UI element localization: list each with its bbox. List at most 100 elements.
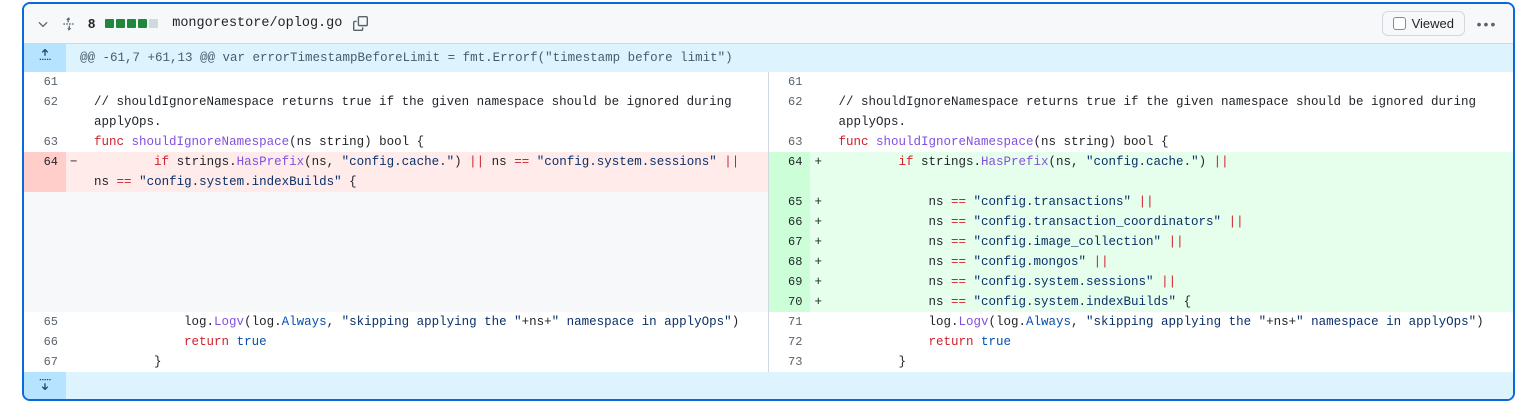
viewed-checkbox[interactable]: Viewed [1381,11,1465,36]
code-cell-right[interactable]: return true [832,332,1513,352]
line-marker-left [66,272,89,292]
line-number-left[interactable]: 66 [24,332,67,352]
diff-row: 67 } 73 } [24,352,1513,372]
line-marker-right: + [810,212,833,232]
line-marker-right [810,72,833,92]
diff-row: 63 func shouldIgnoreNamespace(ns string)… [24,132,1513,152]
line-marker-left [66,312,89,332]
code-cell-right[interactable]: if strings.HasPrefix(ns, "config.cache."… [832,152,1513,192]
code-cell-right[interactable]: func shouldIgnoreNamespace(ns string) bo… [832,132,1513,152]
line-number-right[interactable]: 73 [768,352,811,372]
line-marker-left [66,232,89,252]
code-cell-left[interactable] [88,72,769,92]
diff-row: 65 log.Logv(log.Always, "skipping applyi… [24,312,1513,332]
line-number-right[interactable]: 70 [768,292,811,312]
copy-icon[interactable] [352,16,368,32]
line-marker-right [810,312,833,332]
code-cell-left[interactable]: } [88,352,769,372]
code-cell-left[interactable]: if strings.HasPrefix(ns, "config.cache."… [88,152,769,192]
line-marker-right: + [810,152,833,192]
diff-body: @@ -61,7 +61,13 @@ var errorTimestampBef… [24,44,1513,399]
chevron-down-icon[interactable] [34,15,52,33]
code-cell-left-filler [88,252,769,272]
code-cell-right[interactable] [832,72,1513,92]
diff-row: 66 + ns == "config.transaction_coordinat… [24,212,1513,232]
diff-table: @@ -61,7 +61,13 @@ var errorTimestampBef… [24,44,1513,399]
line-marker-left [66,292,89,312]
code-cell-left[interactable]: return true [88,332,769,352]
diffstat [105,19,159,28]
line-marker-right: + [810,272,833,292]
line-number-right[interactable]: 71 [768,312,811,332]
change-count: 8 [88,16,96,31]
expand-down-filler [66,372,1513,399]
code-cell-right[interactable]: ns == "config.mongos" || [832,252,1513,272]
code-cell-left-filler [88,272,769,292]
unfold-icon[interactable] [60,15,78,33]
viewed-checkbox-box[interactable] [1392,17,1406,30]
line-number-right[interactable]: 62 [768,92,811,132]
diff-row: 65 + ns == "config.transactions" || [24,192,1513,212]
code-cell-left[interactable]: log.Logv(log.Always, "skipping applying … [88,312,769,332]
file-path-link[interactable]: mongorestore/oplog.go [172,16,343,31]
line-number-right[interactable]: 65 [768,192,811,212]
line-number-right[interactable]: 64 [768,152,811,192]
line-marker-left [66,72,89,92]
code-cell-left-filler [88,212,769,232]
line-marker-left [66,92,89,132]
line-number-left[interactable]: 63 [24,132,67,152]
expand-up-button[interactable] [24,44,67,72]
code-cell-left[interactable]: // shouldIgnoreNamespace returns true if… [88,92,769,132]
code-cell-left[interactable]: func shouldIgnoreNamespace(ns string) bo… [88,132,769,152]
code-cell-right[interactable]: log.Logv(log.Always, "skipping applying … [832,312,1513,332]
code-cell-left-filler [88,292,769,312]
diff-row: 64 − if strings.HasPrefix(ns, "config.ca… [24,152,1513,192]
diffstat-block [127,19,137,28]
code-cell-left-filler [88,192,769,212]
diff-file-container: 8 mongorestore/oplog.go Viewed ••• [22,2,1515,401]
line-number-left[interactable]: 62 [24,92,67,132]
code-cell-left-filler [88,232,769,252]
code-cell-right[interactable]: ns == "config.image_collection" || [832,232,1513,252]
line-marker-right: + [810,292,833,312]
line-marker-left: − [66,152,89,192]
line-number-right[interactable]: 67 [768,232,811,252]
line-number-right[interactable]: 72 [768,332,811,352]
line-number-left [24,212,67,232]
line-marker-right [810,92,833,132]
viewed-label: Viewed [1411,16,1454,31]
line-number-right[interactable]: 69 [768,272,811,292]
line-number-left[interactable]: 65 [24,312,67,332]
line-marker-right [810,132,833,152]
line-number-left[interactable]: 64 [24,152,67,192]
line-marker-right [810,332,833,352]
code-cell-right[interactable]: ns == "config.system.sessions" || [832,272,1513,292]
hunk-header-row: @@ -61,7 +61,13 @@ var errorTimestampBef… [24,44,1513,72]
diff-row: 70 + ns == "config.system.indexBuilds" { [24,292,1513,312]
line-number-right[interactable]: 68 [768,252,811,272]
diff-row: 68 + ns == "config.mongos" || [24,252,1513,272]
code-cell-right[interactable]: // shouldIgnoreNamespace returns true if… [832,92,1513,132]
line-number-left [24,232,67,252]
line-marker-right [810,352,833,372]
line-marker-left [66,132,89,152]
code-cell-right[interactable]: ns == "config.transactions" || [832,192,1513,212]
diffstat-block [105,19,115,28]
file-options-kebab-icon[interactable]: ••• [1476,15,1498,32]
line-marker-left [66,352,89,372]
line-number-right[interactable]: 63 [768,132,811,152]
line-number-right[interactable]: 66 [768,212,811,232]
expand-down-button[interactable] [24,372,67,399]
expand-down-row [24,372,1513,399]
line-marker-right: + [810,192,833,212]
code-cell-right[interactable]: ns == "config.transaction_coordinators" … [832,212,1513,232]
code-cell-right[interactable]: } [832,352,1513,372]
line-number-left[interactable]: 67 [24,352,67,372]
diff-row: 69 + ns == "config.system.sessions" || [24,272,1513,292]
diffstat-block [116,19,126,28]
line-number-right[interactable]: 61 [768,72,811,92]
diff-row: 66 return true 72 return true [24,332,1513,352]
code-cell-right[interactable]: ns == "config.system.indexBuilds" { [832,292,1513,312]
line-number-left[interactable]: 61 [24,72,67,92]
line-number-left [24,192,67,212]
